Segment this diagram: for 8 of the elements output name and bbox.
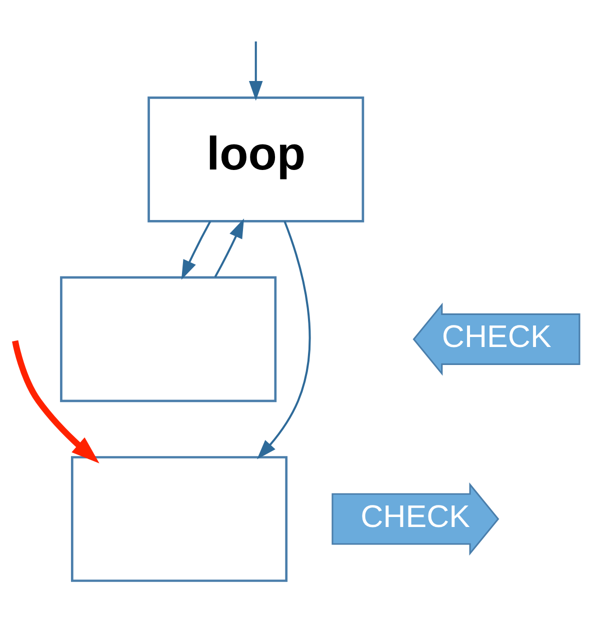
node-box — [60, 276, 277, 402]
arrow — [181, 220, 212, 280]
arrow — [256, 220, 311, 460]
arrow — [214, 218, 244, 278]
arrow — [248, 41, 263, 101]
node-box — [70, 456, 288, 582]
arrow — [12, 340, 100, 464]
node-box: loop — [148, 96, 364, 222]
